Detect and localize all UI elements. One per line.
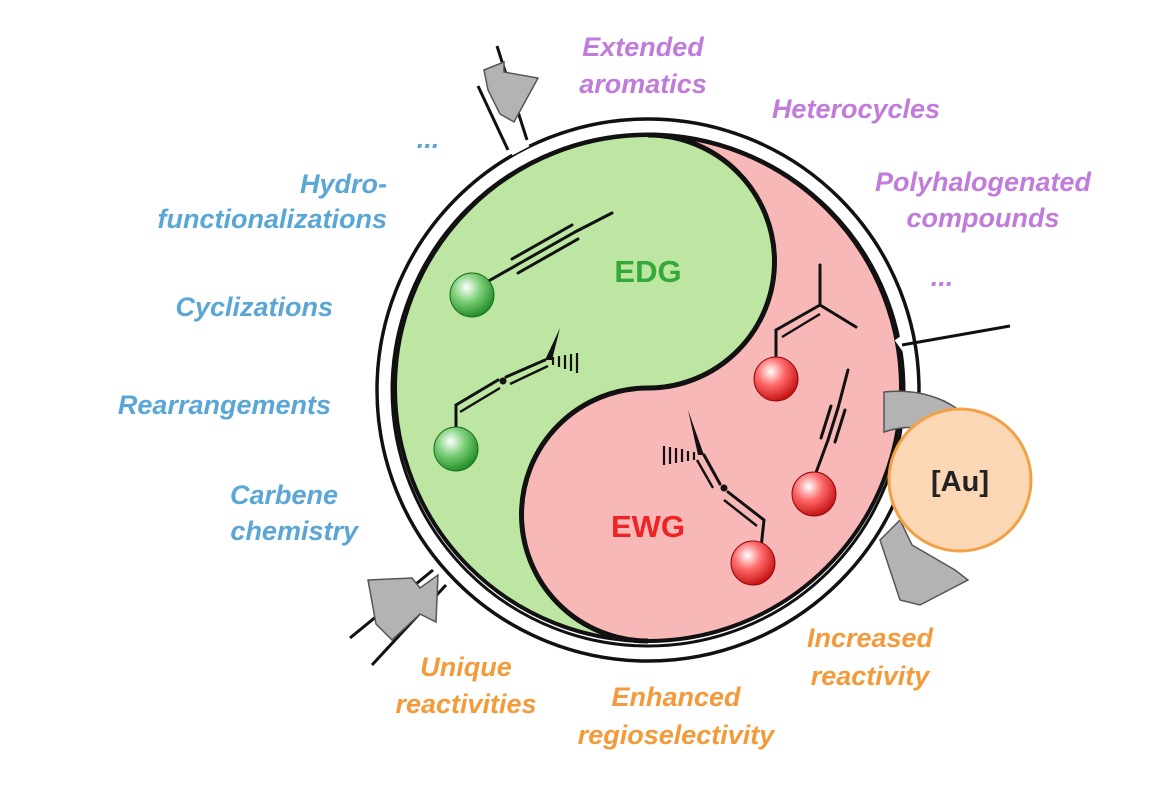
ewg-allene-molecule: [662, 410, 766, 550]
label-carbene-line2: chemistry: [230, 516, 360, 546]
left-ellipsis: ...: [417, 124, 440, 154]
label-hydro-line1: Hydro-: [300, 169, 387, 199]
label-polyhalo-line2: compounds: [907, 203, 1060, 233]
yin-yang-divider: [519, 132, 777, 644]
label-heterocycles: Heterocycles: [772, 94, 940, 124]
label-extended-line1: Extended: [582, 32, 704, 62]
arrow-bottom-in: [349, 568, 448, 667]
catalyst-label: [Au]: [931, 466, 989, 498]
edg-allene-molecule: [454, 328, 579, 434]
label-rearrangements: Rearrangements: [118, 390, 331, 420]
label-extended-line2: aromatics: [579, 69, 707, 99]
inner-disc-border: [393, 133, 903, 643]
edg-label: EDG: [614, 254, 681, 289]
ewg-ball-2: [791, 471, 837, 517]
edg-ball-2: [433, 426, 479, 472]
ewg-ball-1: [753, 356, 799, 402]
outer-ring: [375, 117, 921, 663]
label-increased-line2: reactivity: [811, 661, 932, 691]
ewg-ball-3: [730, 540, 776, 586]
label-polyhalo-line1: Polyhalogenated: [875, 167, 1092, 197]
label-enhanced-line1: Enhanced: [611, 682, 741, 712]
label-unique-line1: Unique: [420, 652, 512, 682]
catalyst-node: [Au]: [887, 407, 1033, 553]
edg-half: [395, 135, 775, 641]
label-cyclizations: Cyclizations: [175, 292, 333, 322]
label-unique-line2: reactivities: [395, 689, 536, 719]
right-ellipsis: ...: [931, 262, 954, 292]
label-carbene-line1: Carbene: [230, 480, 338, 510]
label-hydro-line2: functionalizations: [158, 204, 388, 234]
edg-ball-1: [449, 272, 495, 318]
arrow-top-out: [476, 45, 540, 151]
ewg-label: EWG: [611, 509, 685, 544]
label-increased-line1: Increased: [807, 623, 934, 653]
ewg-alkene-molecule: [774, 263, 858, 364]
label-enhanced-line2: regioselectivity: [578, 720, 777, 750]
